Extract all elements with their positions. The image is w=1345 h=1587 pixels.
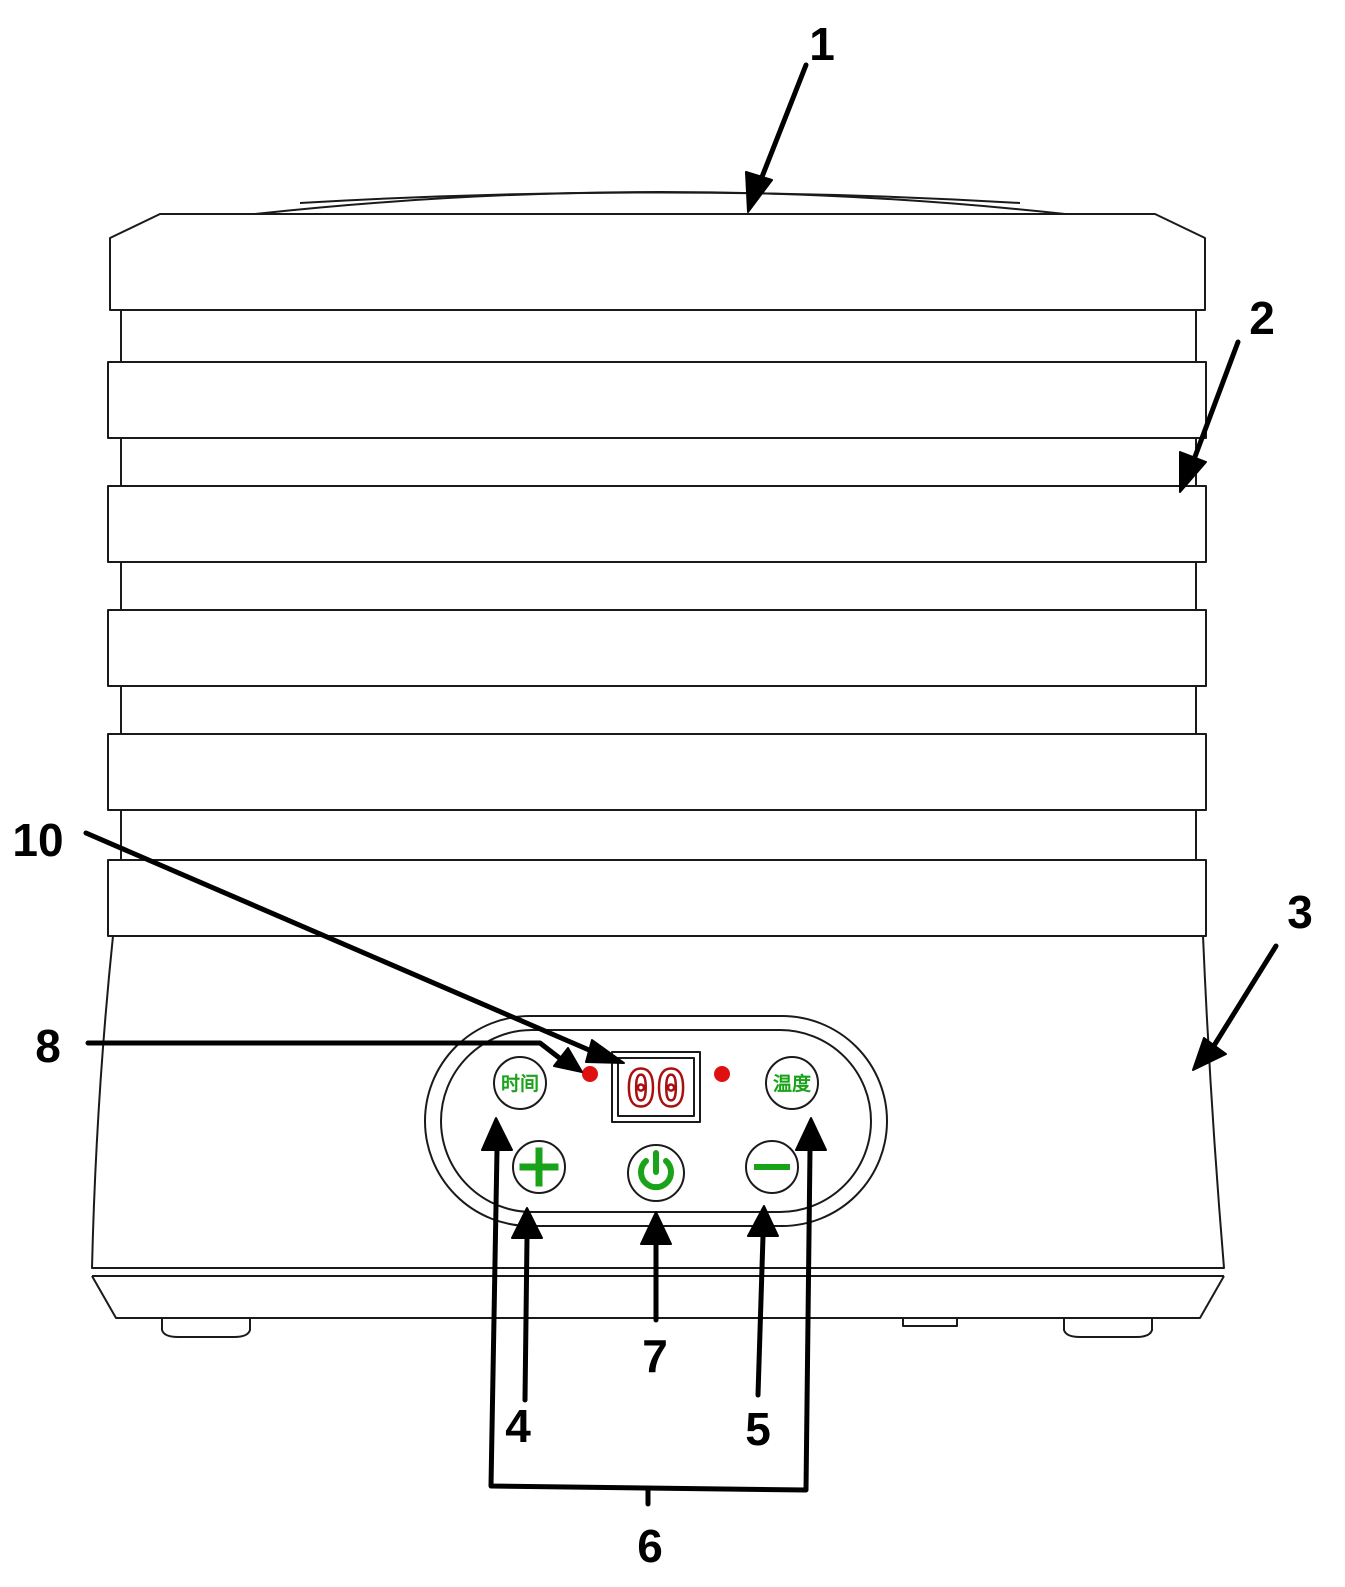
label-indicator: 8 [35,1020,61,1072]
callout-labels: 1 2 3 10 8 4 7 5 6 [12,18,1312,1572]
arrow-indicator [85,1040,583,1073]
tray-1 [107,361,1207,439]
callout-arrows [83,62,1279,1507]
power-icon [638,1150,674,1191]
time-button[interactable]: 时间 [493,1056,547,1110]
display-value: 00 [626,1060,686,1118]
plus-button[interactable] [512,1140,566,1194]
temperature-button[interactable]: 温度 [765,1056,819,1110]
arrow-base [1192,943,1279,1071]
label-lid: 1 [809,18,835,70]
arrow-minus [747,1205,779,1398]
time-indicator-light [582,1066,598,1082]
tray-3 [107,609,1207,687]
arrow-power [640,1211,672,1323]
tray-5 [107,859,1207,937]
foot-right [1063,1318,1153,1338]
foot-left [161,1318,251,1338]
minus-button[interactable] [745,1140,799,1194]
digital-display: 00 [611,1051,701,1123]
arrow-lid [745,62,809,213]
arrow-plus [511,1207,543,1403]
power-button[interactable] [627,1144,685,1202]
label-select: 6 [637,1520,663,1572]
temperature-indicator-light [714,1066,730,1082]
arrow-display [83,830,625,1064]
label-tray: 2 [1249,292,1275,344]
control-panel: 时间 温度 00 [424,1015,888,1227]
label-plus: 4 [505,1400,531,1452]
base-tab [902,1317,958,1327]
plus-icon [519,1147,559,1187]
tray-4 [107,733,1207,811]
label-base: 3 [1287,886,1313,938]
lid [109,191,1206,311]
temperature-button-label: 温度 [773,1072,812,1095]
time-button-label: 时间 [501,1073,539,1095]
tray-stack [107,310,1207,937]
label-display: 10 [12,814,63,866]
label-power: 7 [642,1330,668,1382]
tray-2 [107,485,1207,563]
arrow-select-bracket [481,1117,827,1507]
arrow-tray [1179,339,1241,493]
label-minus: 5 [745,1403,771,1455]
